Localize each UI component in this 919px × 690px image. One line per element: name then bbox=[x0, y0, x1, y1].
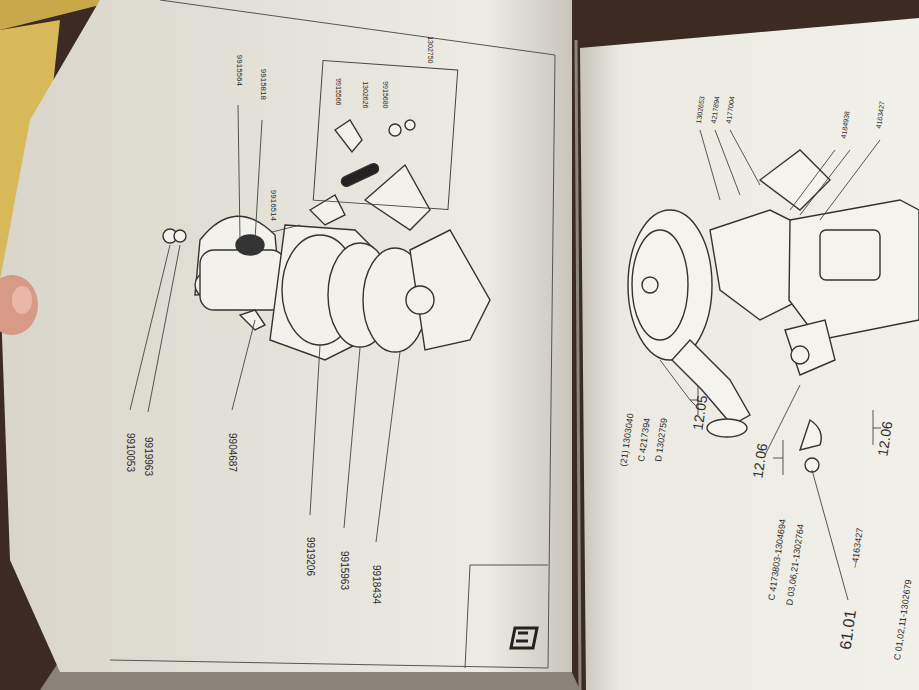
part-number: 1302626 bbox=[361, 81, 369, 108]
part-number: 9915564 bbox=[234, 54, 243, 85]
part-number: 9919206 bbox=[304, 537, 315, 576]
part-number: 9915963 bbox=[338, 551, 349, 590]
part-number: 9904687 bbox=[226, 433, 237, 472]
part-number: 9915566 bbox=[334, 78, 342, 105]
part-number: 9910053 bbox=[124, 433, 135, 472]
part-number: 9915818 bbox=[258, 68, 267, 99]
part-number: 9918434 bbox=[370, 565, 381, 604]
part-number: 9916514 bbox=[268, 189, 277, 220]
part-number: 9919963 bbox=[142, 437, 153, 476]
part-number: 9915680 bbox=[381, 81, 389, 108]
part-number: 1302750 bbox=[426, 36, 434, 63]
